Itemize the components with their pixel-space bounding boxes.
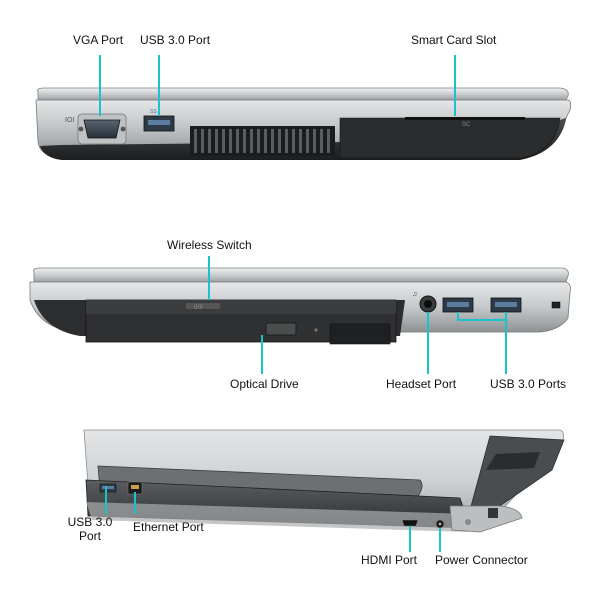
- headset-jack: ♫: [412, 291, 437, 313]
- label-wireless-switch: Wireless Switch: [167, 238, 252, 252]
- vent-slot: [201, 129, 204, 153]
- vent-slot: [306, 129, 309, 153]
- label-power-connector: Power Connector: [435, 553, 528, 567]
- vent-slot: [243, 129, 246, 153]
- vent-slot: [292, 129, 295, 153]
- vent-slot: [257, 129, 260, 153]
- label-vga-port: VGA Port: [73, 33, 124, 47]
- vent-slot: [250, 129, 253, 153]
- svg-text:IOI: IOI: [65, 117, 74, 124]
- left-lid: [37, 87, 569, 101]
- label-usb-left: USB 3.0 Port: [140, 33, 211, 47]
- svg-text:SS: SS: [150, 109, 157, 115]
- vent-slot: [236, 129, 239, 153]
- label-hdmi-port: HDMI Port: [361, 553, 418, 567]
- left-usb-port: SS: [143, 109, 175, 132]
- label-smart-card-slot: Smart Card Slot: [411, 33, 497, 47]
- label-rear-usb-line2: Port: [78, 529, 101, 543]
- vent-slot: [208, 129, 211, 153]
- vent-slot: [313, 129, 316, 153]
- label-usb-ports: USB 3.0 Ports: [490, 377, 567, 391]
- vent-slot: [327, 129, 330, 153]
- hdmi-port: [401, 519, 419, 527]
- svg-text:♫: ♫: [412, 291, 417, 298]
- label-rear-usb: USB 3.0 Port: [60, 515, 120, 543]
- vent-slot: [278, 129, 281, 153]
- label-optical-drive: Optical Drive: [230, 377, 299, 391]
- svg-text:SC: SC: [462, 122, 471, 128]
- rear-side-ports: [488, 508, 498, 518]
- callout-usb-right: [457, 312, 507, 374]
- vent-slot: [285, 129, 288, 153]
- vent-slot: [194, 129, 197, 153]
- security-lock-slot: [551, 301, 561, 309]
- vent-slot: [215, 129, 218, 153]
- vent-slot: [264, 129, 267, 153]
- smart-card-slot: [405, 117, 525, 120]
- rear-deck: [469, 435, 565, 511]
- rear-corner: [449, 505, 523, 533]
- vent-grille: [190, 126, 335, 156]
- power-connector: [435, 519, 445, 529]
- label-rear-usb-line1: USB 3.0: [67, 515, 113, 529]
- vent-slot: [229, 129, 232, 153]
- label-headset-port: Headset Port: [386, 377, 457, 391]
- label-ethernet-port: Ethernet Port: [133, 520, 204, 534]
- left-smartcard-panel: [339, 117, 561, 159]
- rear-usb-port: [99, 483, 117, 493]
- vent-slot: [299, 129, 302, 153]
- vent-slot: [320, 129, 323, 153]
- vent-slot: [222, 129, 225, 153]
- optical-drive-bay: ((•)): [85, 299, 397, 345]
- right-lid: [33, 267, 569, 283]
- vent-slot: [271, 129, 274, 153]
- vga-port: IOI: [65, 113, 127, 145]
- svg-text:((•)): ((•)): [194, 304, 203, 310]
